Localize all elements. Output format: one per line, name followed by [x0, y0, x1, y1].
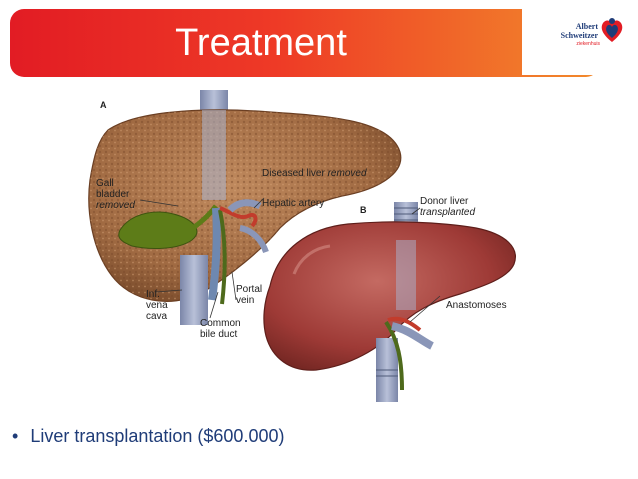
ivc-suture-b	[394, 207, 418, 221]
gallbladder-label: Gall bladder removed	[96, 178, 135, 211]
logo-line-2: Schweitzer	[560, 31, 598, 40]
bullet-item: • Liver transplantation ($600.000)	[12, 426, 284, 447]
diseased-suffix: removed	[327, 168, 367, 179]
portal-line-2: vein	[236, 295, 255, 306]
panel-b-label: B	[360, 205, 367, 215]
inf-line-1: Inf.	[146, 289, 160, 300]
bullet-text: Liver transplantation ($600.000)	[30, 426, 285, 446]
logo-line-1: Albert	[575, 22, 598, 31]
inf-line-2: vena	[146, 300, 168, 311]
inf-vena-cava-a	[180, 255, 208, 325]
slide-title: Treatment	[175, 22, 347, 64]
gall-line-3: removed	[96, 200, 135, 211]
donor-liver-label: Donor liver transplanted	[420, 196, 475, 218]
bile-duct-b	[384, 320, 404, 391]
ivc-top-a	[200, 90, 228, 112]
portal-line-1: Portal	[236, 284, 263, 295]
hepatic-artery-label: Hepatic artery	[262, 198, 325, 209]
inf-vena-cava-label: Inf. vena cava	[146, 289, 168, 322]
cbd-line-1: Common	[200, 318, 241, 329]
logo-subtitle: ziekenhuis	[576, 41, 600, 47]
gall-line-1: Gall	[96, 178, 114, 189]
diseased-prefix: Diseased liver	[262, 168, 328, 179]
donor-line-1: Donor liver	[420, 196, 469, 207]
common-bile-duct-label: Common bile duct	[200, 318, 241, 340]
portal-vein-b	[390, 322, 434, 350]
donor-line-2: transplanted	[420, 207, 476, 218]
gallbladder	[118, 211, 198, 249]
donor-liver	[263, 221, 516, 371]
cbd-line-2: bile duct	[200, 329, 238, 340]
bile-duct-a	[218, 209, 227, 305]
portal-vein-label: Portal vein	[236, 284, 262, 306]
hospital-logo-text: Albert Schweitzer	[550, 22, 598, 40]
portal-vein-a	[208, 207, 221, 301]
inf-line-3: cava	[146, 311, 168, 322]
diseased-liver-label: Diseased liver removed	[262, 168, 367, 179]
ivc-through-a	[202, 110, 226, 200]
title-banner	[10, 9, 600, 77]
panel-a-label: A	[100, 100, 107, 110]
ivc-through-b	[396, 240, 416, 310]
gall-line-2: bladder	[96, 189, 130, 200]
anastomoses-label: Anastomoses	[446, 300, 507, 311]
liver-transplant-illustration	[88, 90, 516, 402]
bullet-icon: •	[12, 426, 19, 446]
hepatic-artery-b	[387, 316, 422, 332]
heart-logo-icon	[601, 18, 623, 42]
hepatic-artery-a	[219, 206, 258, 228]
